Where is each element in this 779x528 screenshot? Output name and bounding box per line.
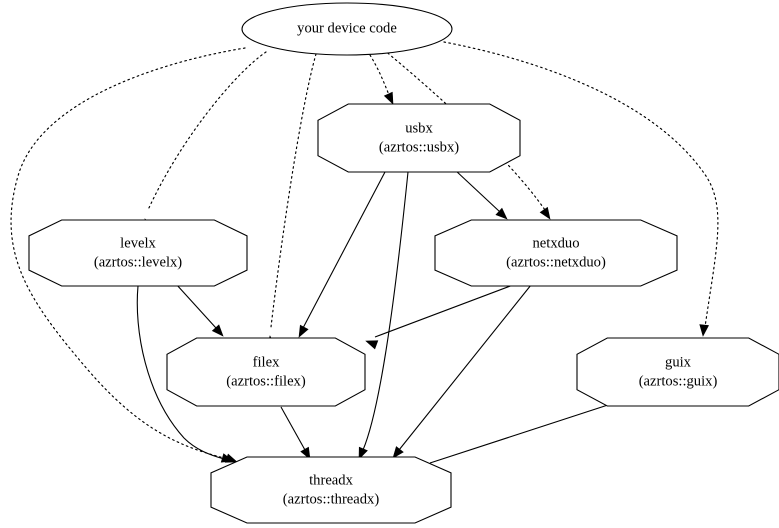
node-shape-guix	[576, 337, 779, 407]
node-usbx[interactable]: usbx(azrtos::usbx)	[317, 103, 521, 173]
edge-line-device-to-usbx	[369, 54, 390, 96]
edge-filex-to-threadx	[280, 406, 311, 460]
node-namespace-levelx: (azrtos::levelx)	[94, 254, 182, 270]
node-label-levelx: levelx	[120, 235, 156, 251]
edge-device-to-filex	[266, 53, 317, 348]
arrowhead-levelx-to-threadx	[220, 453, 234, 463]
edge-line-levelx-to-filex	[175, 283, 217, 329]
edge-line-netxduo-to-filex	[374, 284, 514, 338]
edge-device-to-usbx	[369, 54, 394, 105]
edge-usbx-to-threadx	[358, 171, 409, 460]
node-device[interactable]: your device code	[241, 2, 453, 56]
edge-line-netxduo-to-threadx	[398, 284, 532, 451]
node-shape-usbx	[317, 103, 521, 173]
arrowhead-device-to-usbx	[383, 91, 394, 105]
node-namespace-threadx: (azrtos::threadx)	[283, 491, 380, 507]
edge-line-filex-to-threadx	[280, 406, 306, 451]
node-namespace-netxduo: (azrtos::netxduo)	[506, 254, 606, 270]
edge-levelx-to-filex	[175, 283, 224, 337]
arrowhead-levelx-to-filex	[211, 324, 224, 337]
node-label-filex: filex	[253, 354, 280, 370]
edge-line-guix-to-threadx	[429, 402, 615, 464]
node-namespace-usbx: (azrtos::usbx)	[379, 139, 459, 155]
node-netxduo[interactable]: netxduo(azrtos::netxduo)	[434, 219, 678, 287]
edge-usbx-to-netxduo	[454, 169, 508, 220]
edge-usbx-to-filex	[298, 171, 386, 338]
node-guix[interactable]: guix(azrtos::guix)	[576, 337, 779, 407]
node-shape-device	[241, 2, 453, 56]
arrowhead-usbx-to-threadx	[358, 446, 368, 460]
node-shape-levelx	[28, 219, 248, 287]
node-namespace-filex: (azrtos::filex)	[226, 373, 306, 389]
edge-line-usbx-to-threadx	[362, 171, 409, 451]
edge-line-device-to-levelx	[147, 51, 267, 211]
edge-line-usbx-to-netxduo	[454, 169, 501, 213]
arrowhead-netxduo-to-filex	[365, 340, 379, 350]
arrowhead-usbx-to-filex	[298, 324, 309, 338]
edge-levelx-to-threadx	[136, 285, 234, 463]
node-layer: your device codeusbx(azrtos::usbx)levelx…	[28, 2, 779, 524]
edge-device-to-guix	[443, 41, 719, 337]
edge-line-device-to-netxduo	[383, 49, 546, 211]
node-label-usbx: usbx	[405, 120, 433, 136]
edge-device-to-levelx	[144, 51, 267, 232]
arrowhead-device-to-guix	[699, 324, 709, 337]
edge-netxduo-to-filex	[365, 284, 514, 350]
node-label-guix: guix	[665, 354, 692, 370]
arrowhead-netxduo-to-threadx	[392, 446, 404, 459]
node-label-netxduo: netxduo	[532, 235, 579, 251]
node-levelx[interactable]: levelx(azrtos::levelx)	[28, 219, 248, 287]
node-threadx[interactable]: threadx(azrtos::threadx)	[210, 456, 452, 524]
edge-line-levelx-to-threadx	[136, 285, 225, 460]
edge-netxduo-to-threadx	[392, 284, 532, 459]
node-shape-filex	[166, 337, 366, 407]
edge-layer	[10, 41, 719, 475]
arrowhead-device-to-netxduo	[539, 206, 551, 220]
edge-line-device-to-threadx	[10, 47, 246, 460]
edge-line-usbx-to-filex	[302, 171, 386, 329]
edge-line-device-to-guix	[443, 41, 719, 328]
edge-line-device-to-filex	[270, 53, 317, 328]
node-shape-threadx	[210, 456, 452, 524]
node-label-device: your device code	[297, 20, 397, 36]
node-shape-netxduo	[434, 219, 678, 287]
node-label-threadx: threadx	[309, 472, 353, 488]
node-namespace-guix: (azrtos::guix)	[639, 373, 718, 389]
node-filex[interactable]: filex(azrtos::filex)	[166, 337, 366, 407]
arrowhead-usbx-to-netxduo	[495, 207, 508, 220]
arrowhead-filex-to-threadx	[300, 446, 311, 460]
edge-device-to-netxduo	[383, 49, 551, 220]
edge-guix-to-threadx	[420, 402, 615, 475]
